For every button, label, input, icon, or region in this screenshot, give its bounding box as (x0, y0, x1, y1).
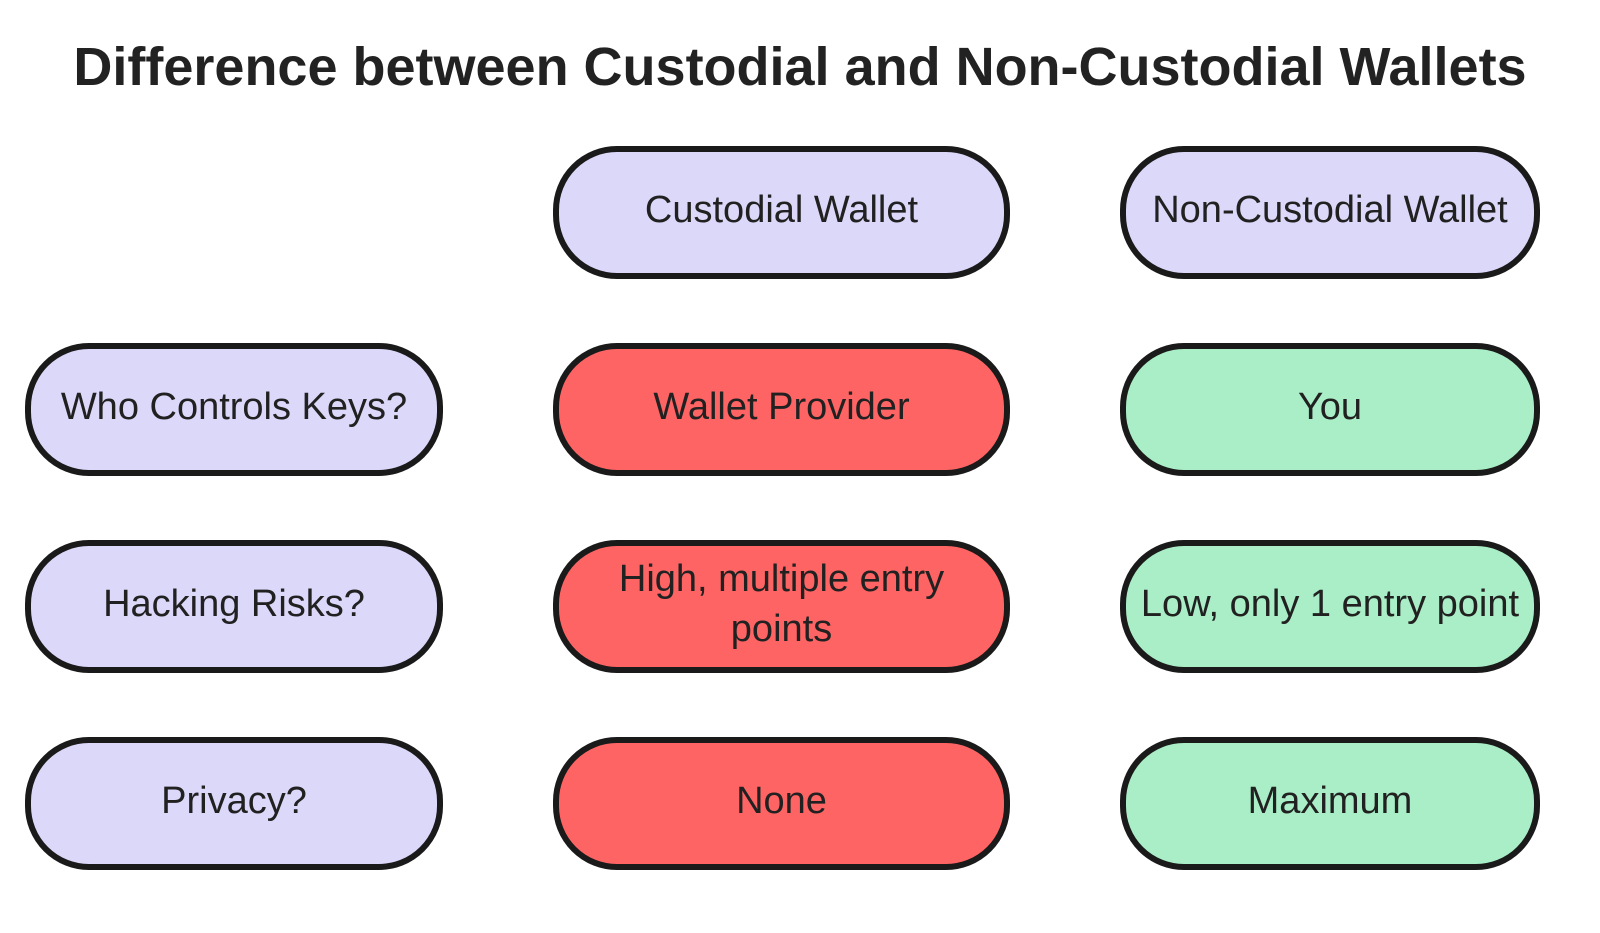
comparison-grid: Custodial Wallet Non-Custodial Wallet Wh… (25, 146, 1540, 871)
answer-custodial-privacy: None (553, 737, 1010, 871)
infographic: Difference between Custodial and Non-Cus… (0, 36, 1600, 871)
header-non-custodial-wallet: Non-Custodial Wallet (1120, 146, 1540, 280)
question-privacy: Privacy? (25, 737, 443, 871)
answer-non-custodial-privacy: Maximum (1120, 737, 1540, 871)
answer-non-custodial-who-controls-keys: You (1120, 343, 1540, 477)
empty-cell (25, 146, 443, 279)
header-custodial-wallet: Custodial Wallet (553, 146, 1010, 280)
page-title: Difference between Custodial and Non-Cus… (73, 37, 1527, 97)
question-who-controls-keys: Who Controls Keys? (25, 343, 443, 477)
question-hacking-risks: Hacking Risks? (25, 540, 443, 674)
answer-custodial-who-controls-keys: Wallet Provider (553, 343, 1010, 477)
answer-non-custodial-hacking-risks: Low, only 1 entry point (1120, 540, 1540, 674)
answer-custodial-hacking-risks: High, multiple entry points (553, 540, 1010, 674)
